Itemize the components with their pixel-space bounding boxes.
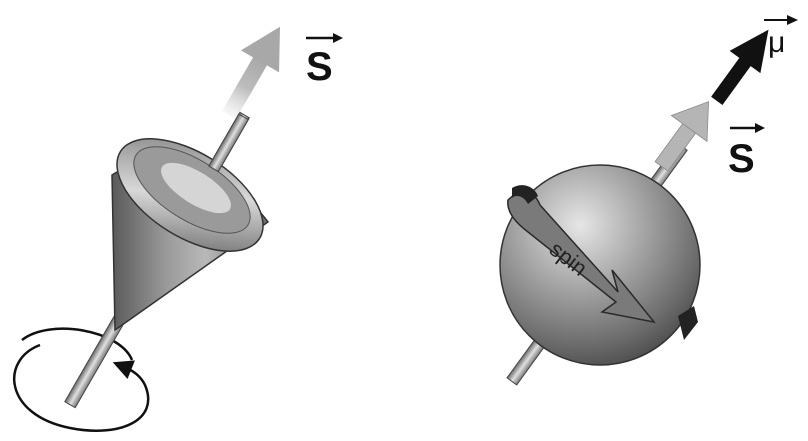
electron-spin-label: S — [728, 123, 765, 181]
electron-s-symbol: S — [728, 137, 755, 181]
mu-symbol: μ — [768, 26, 785, 59]
electron-sphere: spin μ S — [500, 15, 798, 385]
top-s-symbol: S — [306, 45, 333, 89]
electron-spin-arrow — [644, 89, 727, 180]
spinning-top: S — [14, 16, 343, 431]
magnetic-moment-label: μ — [764, 15, 798, 59]
top-spin-label: S — [306, 33, 343, 89]
top-spin-arrow — [210, 16, 299, 126]
